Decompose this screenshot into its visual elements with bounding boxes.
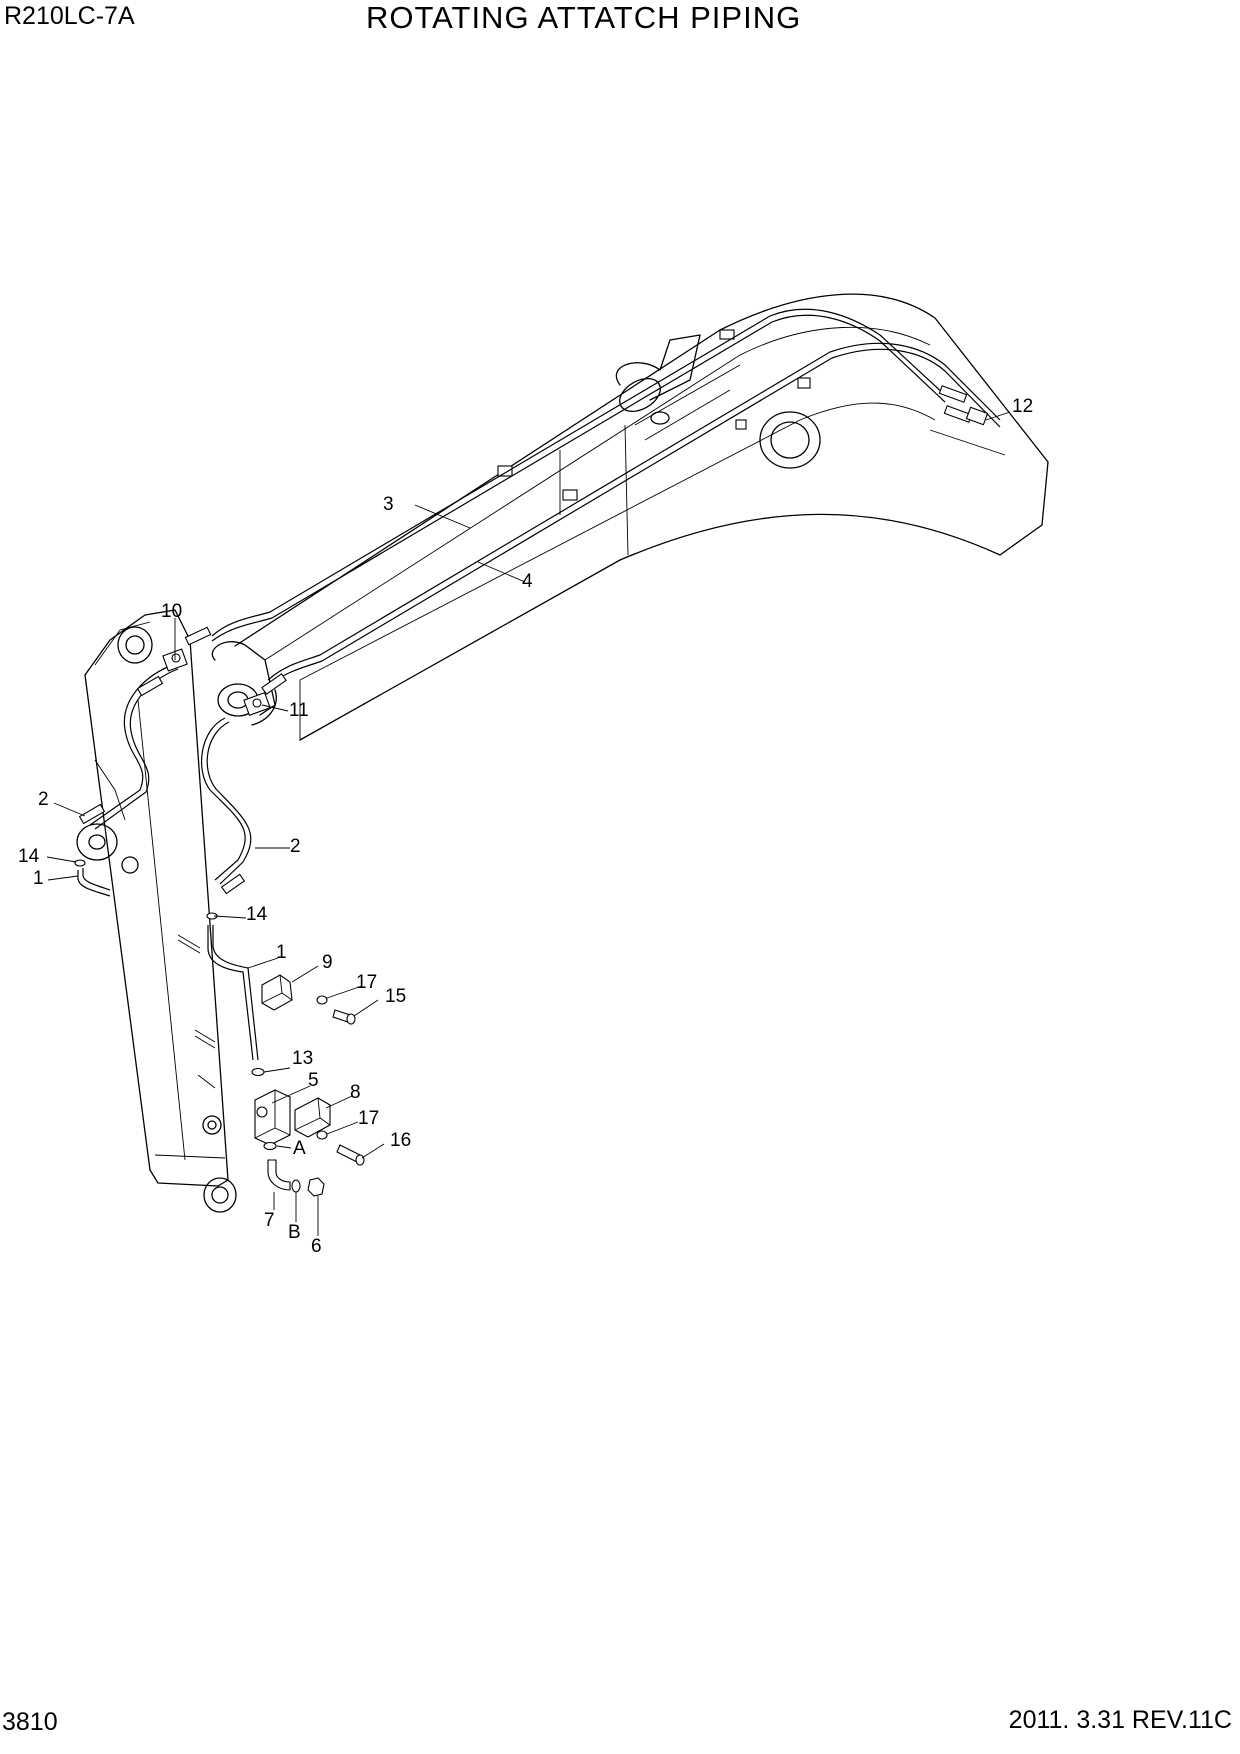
callout-10: 10 xyxy=(161,601,182,622)
callout-labels: 3 4 10 11 12 2 14 1 2 14 1 9 17 15 13 5 … xyxy=(18,396,1033,1257)
callout-12: 12 xyxy=(1012,396,1033,417)
callout-1-right: 1 xyxy=(276,942,287,963)
arm xyxy=(76,609,237,1213)
callout-6: 6 xyxy=(311,1236,322,1257)
valve-assembly xyxy=(254,974,365,1197)
callout-9: 9 xyxy=(322,952,333,973)
callout-15: 15 xyxy=(385,986,406,1007)
callout-8: 8 xyxy=(350,1082,361,1103)
callout-5: 5 xyxy=(308,1070,319,1091)
callout-2-right: 2 xyxy=(290,836,301,857)
leader-lines xyxy=(46,411,1011,1236)
callout-4: 4 xyxy=(522,571,533,592)
callout-13: 13 xyxy=(292,1048,313,1069)
callout-2-left: 2 xyxy=(38,789,49,810)
callout-3: 3 xyxy=(383,494,394,515)
callout-16: 16 xyxy=(390,1130,411,1151)
callout-14-right: 14 xyxy=(246,904,268,925)
callout-7: 7 xyxy=(264,1210,275,1231)
page-number: 3810 xyxy=(2,1708,58,1736)
callout-A: A xyxy=(293,1138,306,1159)
model-code: R210LC-7A xyxy=(4,2,135,30)
page-title: ROTATING ATTATCH PIPING xyxy=(366,0,802,35)
revision-date: 2011. 3.31 REV.11C xyxy=(1008,1706,1232,1734)
callout-17-upper: 17 xyxy=(356,972,377,993)
callout-14-left: 14 xyxy=(18,846,40,867)
boom xyxy=(211,293,1049,741)
callout-1-left: 1 xyxy=(33,868,44,889)
callout-B: B xyxy=(288,1222,301,1243)
callout-11: 11 xyxy=(289,700,309,721)
piping xyxy=(74,308,1006,1077)
callout-17-lower: 17 xyxy=(358,1108,379,1129)
